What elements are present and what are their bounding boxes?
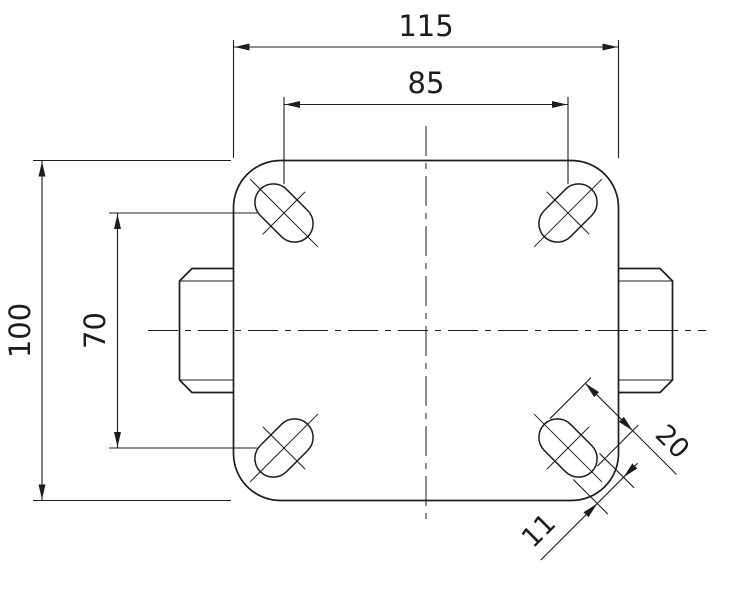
dim-label-bolt-spacing-h: 85	[408, 66, 445, 100]
dimension-bolt-spacing-v: 70	[78, 212, 257, 449]
mounting-slot-bottom-left	[249, 413, 319, 483]
wheel-profile-left	[178, 267, 234, 394]
arrowhead-lower	[618, 416, 633, 431]
dim-label-plate-height: 100	[3, 303, 37, 358]
arrowhead-left	[285, 101, 300, 108]
dim-label-bolt-spacing-v: 70	[78, 312, 112, 349]
mounting-slot-bottom-right	[533, 413, 603, 483]
arrowhead-bottom	[38, 484, 46, 500]
arrowhead-right	[602, 43, 618, 51]
arrowhead-lower	[583, 503, 598, 518]
mounting-slot-top-right	[533, 178, 603, 248]
arrowhead-upper	[585, 383, 600, 398]
arrowhead-top	[38, 161, 46, 177]
arrowhead-right	[552, 101, 567, 108]
mounting-slot-top-left	[249, 178, 319, 248]
center-lines	[148, 126, 706, 524]
arrowhead-bottom	[114, 432, 121, 447]
dimension-plate-width: 115	[232, 9, 620, 158]
arrowhead-left	[234, 43, 250, 51]
dim-label-plate-width: 115	[398, 9, 453, 43]
dimension-plate-height: 100	[3, 159, 231, 502]
dimension-bolt-spacing-h: 85	[283, 66, 569, 184]
arrowhead-top	[114, 214, 121, 229]
arrowhead-upper	[623, 463, 638, 478]
